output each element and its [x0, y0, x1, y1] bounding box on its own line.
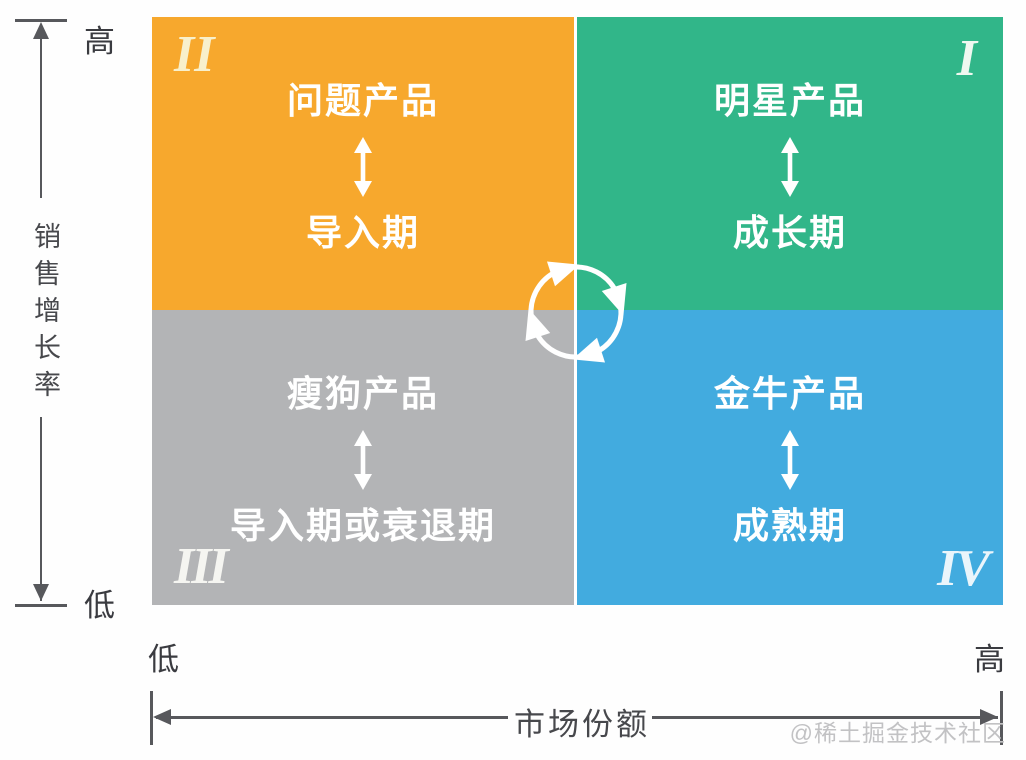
quadrant-question-products: II 问题产品 导入期 — [152, 17, 574, 310]
x-axis-right-tick — [1000, 691, 1003, 745]
y-axis-line-upper — [40, 26, 42, 198]
product-label: 瘦狗产品 — [286, 373, 439, 414]
arrow-down-icon — [33, 584, 49, 601]
x-axis-high-label: 高 — [974, 642, 1005, 677]
up-down-arrow-icon — [781, 430, 799, 490]
y-axis-low-label: 低 — [84, 588, 115, 623]
x-axis-low-label: 低 — [148, 642, 179, 677]
rotation-cycle-icon — [518, 261, 634, 370]
x-axis-left-tick — [150, 691, 153, 745]
quadrant-numeral: III — [174, 538, 229, 595]
quadrant-cash-cow-products: IV 金牛产品 成熟期 — [577, 310, 1003, 605]
x-axis-line-left — [156, 716, 508, 719]
arrow-right-icon — [980, 709, 998, 725]
stage-label: 导入期 — [305, 212, 420, 253]
up-down-arrow-icon — [781, 137, 799, 197]
product-label: 问题产品 — [286, 80, 439, 121]
stage-label: 成熟期 — [732, 505, 847, 546]
x-axis-label: 市场份额 — [514, 707, 650, 742]
product-label: 金牛产品 — [713, 373, 866, 414]
x-axis-line-right — [652, 716, 998, 719]
y-axis-high-label: 高 — [84, 24, 115, 59]
up-down-arrow-icon — [354, 430, 372, 490]
product-label: 明星产品 — [713, 80, 866, 121]
y-axis-label: 销售增长率 — [30, 222, 60, 407]
matrix-grid: II 问题产品 导入期 I 明星产品 成长期 III 瘦狗产品 导入期或衰退期 … — [152, 17, 1003, 605]
up-down-arrow-icon — [354, 137, 372, 197]
y-axis-line-lower — [40, 417, 42, 601]
y-axis-top-tick — [15, 19, 67, 22]
stage-label: 导入期或衰退期 — [229, 505, 496, 546]
quadrant-star-products: I 明星产品 成长期 — [577, 17, 1003, 310]
quadrant-numeral: IV — [937, 540, 990, 597]
y-axis-bottom-tick — [15, 604, 67, 607]
watermark: @稀土掘金技术社区 — [789, 720, 1006, 746]
stage-label: 成长期 — [732, 212, 847, 253]
quadrant-numeral: II — [174, 26, 215, 83]
quadrant-numeral: I — [956, 30, 977, 87]
quadrant-dog-products: III 瘦狗产品 导入期或衰退期 — [152, 310, 574, 605]
